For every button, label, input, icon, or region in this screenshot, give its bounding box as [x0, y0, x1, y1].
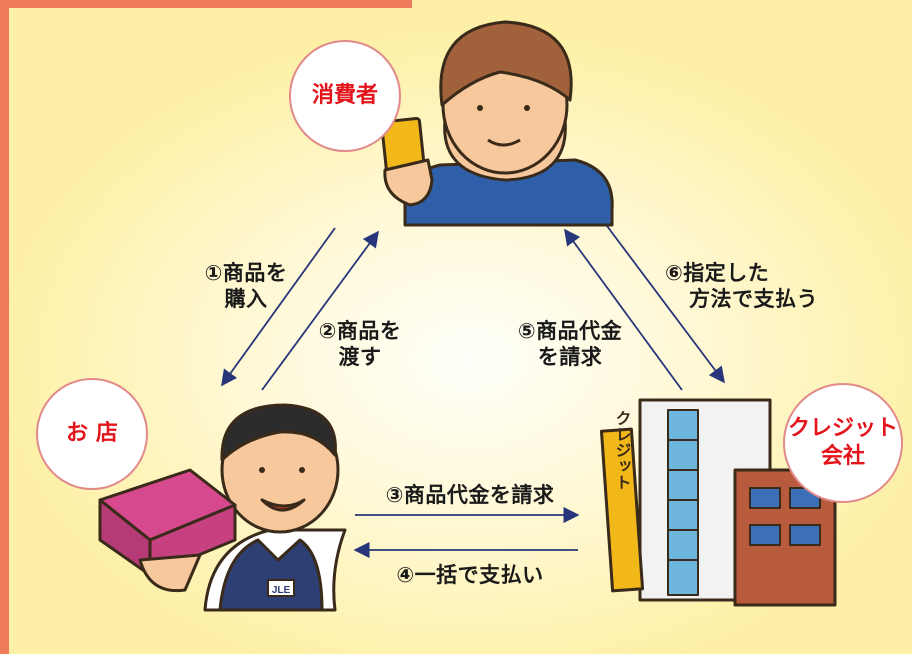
credit-company-label-line1: クレジット — [787, 416, 898, 441]
arrow-2-deliver — [261, 230, 379, 391]
shop-clerk-illustration: JLE — [98, 403, 347, 612]
flow-label-2: ②商品を 渡す — [300, 318, 420, 370]
flow-label-4: ④一括で支払い — [365, 562, 575, 588]
flow-4-line1: ④一括で支払い — [396, 563, 544, 587]
flow-3-line1: ③商品代金を請求 — [385, 483, 555, 507]
flow-6-line1: ⑥指定した — [665, 261, 770, 285]
flow-label-1: ①商品を 購入 — [186, 260, 306, 312]
flow-label-3: ③商品代金を請求 — [360, 482, 580, 508]
flow-label-6: ⑥指定した 方法で支払う — [665, 260, 845, 312]
flow-label-5: ⑤商品代金 を請求 — [500, 318, 640, 370]
credit-company-label-line2: 会社 — [820, 444, 865, 469]
flow-5-line2: を請求 — [537, 345, 603, 369]
clerk-badge-text: JLE — [272, 585, 291, 596]
flow-1-line1: ①商品を — [204, 261, 288, 285]
arrow-5-bill-consumer — [564, 228, 683, 391]
flow-6-line2: 方法で支払う — [689, 287, 818, 311]
flow-5-line1: ⑤商品代金 — [517, 319, 623, 343]
flow-1-line2: 購入 — [224, 287, 268, 311]
consumer-illustration — [380, 20, 614, 227]
flow-2-line2: 渡す — [338, 345, 382, 369]
credit-company-label-circle: クレジット 会社 — [783, 383, 903, 503]
flow-2-line1: ②商品を — [318, 319, 402, 343]
frame-top-bar — [0, 0, 412, 8]
consumer-label-circle: 消費者 — [289, 40, 401, 152]
shop-label: お 店 — [66, 421, 118, 446]
arrow-6-consumer-pays — [606, 225, 725, 384]
frame-left-bar — [0, 0, 9, 654]
shop-label-circle: お 店 — [36, 378, 148, 490]
consumer-label: 消費者 — [311, 83, 378, 108]
arrow-1-purchase — [221, 227, 336, 387]
credit-sign-text: クレジット — [613, 410, 632, 490]
credit-building-illustration: クレジット — [599, 398, 837, 607]
